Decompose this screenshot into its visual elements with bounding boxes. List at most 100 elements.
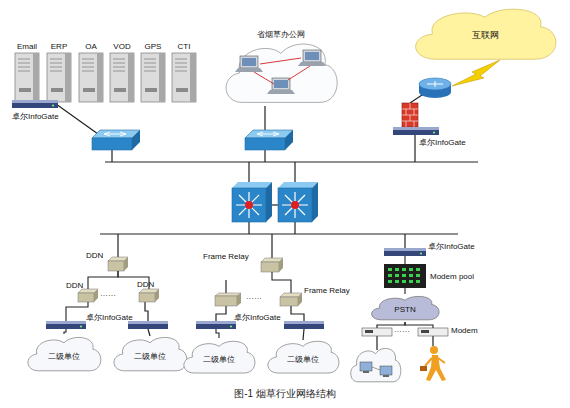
core-switch: [232, 188, 266, 222]
firewall-symbol: [402, 103, 418, 127]
modem-device-shape: [418, 328, 448, 336]
pool-port: [388, 274, 392, 277]
core-switch: [278, 182, 318, 188]
bus-line: [303, 329, 304, 340]
server-node-shape: [110, 53, 134, 102]
server-slot: [50, 59, 62, 60]
network-cloud: 省烟草办公网: [220, 28, 342, 108]
node-label: 二级单位: [110, 352, 190, 362]
server-slot: [50, 71, 62, 72]
modem-pool-shape: [384, 264, 426, 288]
modem-device: [365, 330, 373, 333]
ellipsis-label: ……: [246, 292, 262, 302]
network-link: [88, 271, 118, 289]
gateway-led: [420, 253, 422, 255]
box-front: [280, 297, 298, 306]
server-slot: [50, 67, 62, 68]
bus-line: [404, 234, 405, 248]
bus-line: [248, 222, 249, 234]
modem-device: Modem: [418, 326, 480, 338]
server-slot: [18, 59, 30, 60]
wireless-link: [452, 60, 500, 86]
gateway-device-shape: [46, 321, 86, 329]
core-switch: [312, 182, 318, 222]
network-cloud: 二级单位: [264, 338, 342, 376]
gateway-top: [384, 248, 426, 251]
server-node-shape: [15, 53, 39, 102]
bus-line: [291, 306, 304, 321]
box-front: [108, 261, 124, 271]
pool-port: [395, 280, 399, 283]
node-label: 卓尔InfoGate: [419, 138, 466, 148]
bus-line: [111, 150, 112, 162]
gateway-body: [384, 248, 426, 256]
gateway-body: [393, 127, 439, 135]
cloud-outline: [226, 44, 337, 102]
network-box-shape: [139, 289, 159, 302]
network-box-shape: [78, 289, 98, 302]
node-label: DDN: [137, 280, 154, 290]
network-cloud: 互联网: [408, 4, 562, 64]
network-link: [64, 329, 66, 334]
network-switch: [92, 138, 132, 150]
router-symbol: [419, 78, 451, 90]
core-switch: [278, 182, 318, 222]
server-slot: [113, 67, 125, 68]
gateway-body: [12, 100, 58, 108]
router-symbol: [427, 81, 443, 87]
server-slot: [82, 63, 94, 64]
network-cloud: 二级单位: [180, 338, 258, 376]
gateway-top: [12, 100, 58, 103]
server-slot: [18, 71, 30, 72]
bus-line: [264, 106, 265, 130]
pool-port: [402, 268, 406, 271]
server-node: GPS: [139, 42, 167, 102]
bus-line: [56, 104, 98, 134]
gateway-device-shape: [196, 321, 236, 329]
server-body: [79, 53, 103, 102]
network-switch: [245, 130, 293, 150]
server-node: CTI: [170, 42, 198, 102]
server-body: [172, 53, 196, 102]
pool-port: [409, 280, 413, 283]
network-link: [272, 272, 291, 293]
network-cloud: 二级单位: [110, 334, 190, 374]
frame-relay-box: [215, 293, 241, 296]
box-side: [155, 289, 159, 302]
server-slot: [144, 71, 156, 72]
core-switch: [236, 192, 262, 218]
box-side: [94, 289, 98, 302]
frame-relay-box: [215, 293, 241, 306]
server-node-shape: [79, 53, 103, 102]
gateway-device-shape: [393, 127, 439, 135]
gateway-top: [46, 321, 86, 324]
server-drive: [176, 88, 188, 92]
server-slot: [82, 67, 94, 68]
network-switch: [104, 132, 126, 136]
box-front: [78, 293, 94, 302]
bus-line: [294, 162, 295, 182]
network-link: [404, 288, 405, 294]
gateway-device: 卓尔InfoGate: [384, 242, 484, 258]
server-body: [47, 53, 71, 102]
server-drive: [145, 88, 157, 92]
bus-line: [100, 233, 458, 234]
frame-relay-box: [237, 293, 241, 306]
pool-port: [402, 274, 406, 277]
network-box: DDN: [66, 281, 100, 302]
pool-port: [416, 268, 420, 271]
server-drive: [19, 88, 31, 92]
gateway-top: [196, 321, 236, 324]
pool-body: [384, 264, 426, 288]
network-cloud: PSTN: [368, 294, 442, 322]
network-cloud-shape: [226, 44, 337, 102]
server-node-shape: [172, 53, 196, 102]
modem-device: [362, 328, 392, 336]
bus-line: [376, 336, 377, 350]
remote-user-cloud: [351, 348, 401, 381]
network-switch: [92, 130, 140, 150]
server-slot: [18, 63, 30, 64]
bus-line: [248, 162, 249, 182]
box-side: [298, 293, 302, 306]
gateway-device: [284, 321, 324, 324]
